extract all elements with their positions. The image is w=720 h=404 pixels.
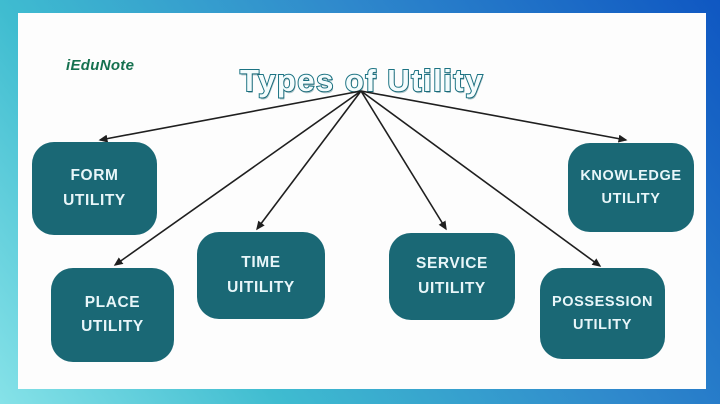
node-form-utility: FORM UTILITY: [32, 142, 157, 235]
node-label-line: UITILITY: [227, 278, 295, 296]
node-label-line: PLACE: [84, 293, 141, 311]
node-label-line: KNOWLEDGE: [580, 168, 682, 185]
node-label-line: UTILITY: [63, 191, 126, 209]
node-knowledge-utility: KNOWLEDGE UTILITY: [568, 143, 694, 232]
node-service-utility: SERVICE UITILITY: [389, 233, 515, 320]
node-possession-utility: POSSESSION UTILITY: [540, 268, 665, 359]
node-label-line: UTILITY: [81, 318, 144, 335]
diagram-title: Types of Utility: [239, 62, 484, 99]
brand-logo: iEduNote: [66, 57, 135, 74]
node-label-line: FORM: [70, 167, 119, 185]
node-label-line: UTILITY: [601, 190, 661, 207]
node-place-utility: PLACE UTILITY: [51, 268, 174, 362]
node-label-line: SERVICE: [416, 255, 488, 273]
node-time-utility: TIME UITILITY: [197, 232, 325, 319]
node-label-line: POSSESSION: [551, 294, 654, 311]
node-label-line: TIME: [241, 254, 281, 272]
node-label-line: UTILITY: [573, 316, 632, 333]
node-label-line: UITILITY: [418, 279, 486, 297]
